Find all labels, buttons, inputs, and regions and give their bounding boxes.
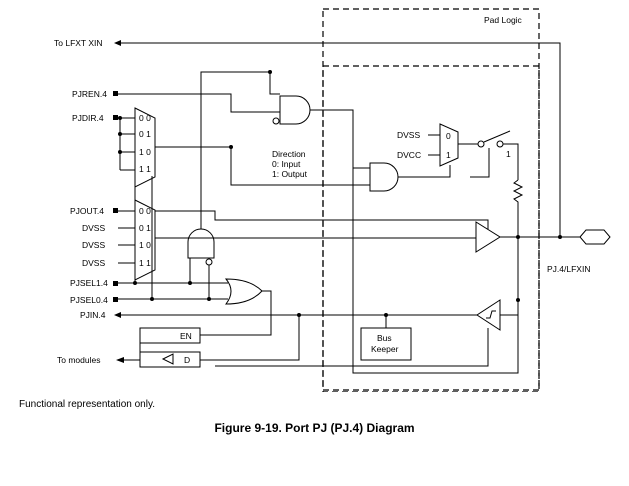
pin-label: PJ.4/LFXIN bbox=[547, 264, 590, 274]
pjren-and-gate bbox=[279, 95, 311, 125]
pjin-arrow bbox=[114, 312, 121, 318]
pjren-and-bubble bbox=[272, 117, 280, 125]
pjdir-mux-in-11: 1 1 bbox=[139, 164, 151, 174]
input-markers bbox=[113, 91, 118, 302]
to-modules-label: To modules bbox=[57, 355, 100, 365]
direction-title: Direction bbox=[272, 149, 306, 159]
pjout-mux-in-00: 0 0 bbox=[139, 206, 151, 216]
pull-mux bbox=[439, 123, 459, 167]
and-gate-inverter-bubble bbox=[205, 258, 213, 266]
pad-logic-label: Pad Logic bbox=[484, 15, 523, 25]
pjin-label: PJIN.4 bbox=[80, 310, 106, 320]
input-wiring bbox=[121, 237, 519, 367]
latch-d-label: D bbox=[184, 355, 190, 365]
pjdir-label: PJDIR.4 bbox=[72, 113, 104, 123]
bus-keeper-top-wiring bbox=[352, 168, 519, 374]
pull-mux-in1: 1 bbox=[446, 150, 451, 160]
pull-switch bbox=[470, 130, 519, 180]
pjsel1-label: PJSEL1.4 bbox=[70, 278, 108, 288]
bus-keeper-line1: Bus bbox=[377, 333, 392, 343]
pjdir-mux-in-01: 0 1 bbox=[139, 129, 151, 139]
output-enable-wiring bbox=[155, 210, 489, 229]
pjout-label: PJOUT.4 bbox=[70, 206, 104, 216]
pjdir-mux-in-00: 0 0 bbox=[139, 113, 151, 123]
dvcc-pull-label: DVCC bbox=[397, 150, 421, 160]
pjdir-mux-in-10: 1 0 bbox=[139, 147, 151, 157]
pull-mux-inputs bbox=[428, 134, 478, 156]
pull-mux-in0: 0 bbox=[446, 131, 451, 141]
and-gate-wiring bbox=[189, 71, 280, 299]
latch-wiring bbox=[124, 315, 300, 361]
or-gate-output bbox=[262, 290, 272, 317]
output-wiring bbox=[155, 236, 580, 239]
dvss-label-1: DVSS bbox=[82, 223, 105, 233]
bus-keeper-box bbox=[360, 327, 412, 361]
pjout-mux-in-11: 1 1 bbox=[139, 258, 151, 268]
direction-wiring bbox=[118, 70, 370, 186]
pjsel-or-gate bbox=[224, 278, 263, 305]
pjsel-wiring bbox=[118, 176, 228, 301]
pull-enable-wiring bbox=[398, 165, 451, 178]
port-pj-diagram: Pad Logic To LFXT XIN PJREN.4 PJDIR.4 PJ… bbox=[54, 8, 611, 392]
pjdir-mux-inputs bbox=[118, 116, 135, 171]
to-modules-arrow bbox=[116, 357, 124, 363]
pjsel-and-gate bbox=[187, 228, 215, 259]
pjren-label: PJREN.4 bbox=[72, 89, 107, 99]
pjdir-mux bbox=[134, 107, 156, 188]
pjout-mux-in-01: 0 1 bbox=[139, 223, 151, 233]
direction-output: 1: Output bbox=[272, 169, 308, 179]
latch-en-label: EN bbox=[180, 331, 192, 341]
lfxt-xin-arrow bbox=[114, 40, 561, 237]
schmitt-symbol bbox=[486, 310, 496, 319]
lfxt-xin-label: To LFXT XIN bbox=[54, 38, 103, 48]
pjout-mux-inputs bbox=[118, 210, 135, 264]
footnote: Functional representation only. bbox=[19, 399, 156, 410]
latch-buffer-icon bbox=[161, 353, 174, 365]
pjout-mux-in-10: 1 0 bbox=[139, 240, 151, 250]
output-buffer bbox=[475, 221, 501, 253]
pull-enable-and-gate bbox=[369, 162, 399, 192]
pad-logic-inner-box bbox=[322, 65, 540, 391]
figure-caption: Figure 9-19. Port PJ (PJ.4) Diagram bbox=[214, 421, 415, 435]
pjsel0-label: PJSEL0.4 bbox=[70, 295, 108, 305]
dvss-pull-label: DVSS bbox=[397, 130, 420, 140]
pin-pad bbox=[579, 229, 611, 245]
bus-keeper-line2: Keeper bbox=[371, 344, 399, 354]
pjren-and-output bbox=[310, 109, 370, 169]
pull-resistor bbox=[512, 179, 524, 237]
switch-control-label: 1 bbox=[506, 149, 511, 159]
direction-input: 0: Input bbox=[272, 159, 301, 169]
dvss-label-2: DVSS bbox=[82, 240, 105, 250]
input-schmitt-buffer bbox=[476, 299, 501, 331]
dvss-label-3: DVSS bbox=[82, 258, 105, 268]
